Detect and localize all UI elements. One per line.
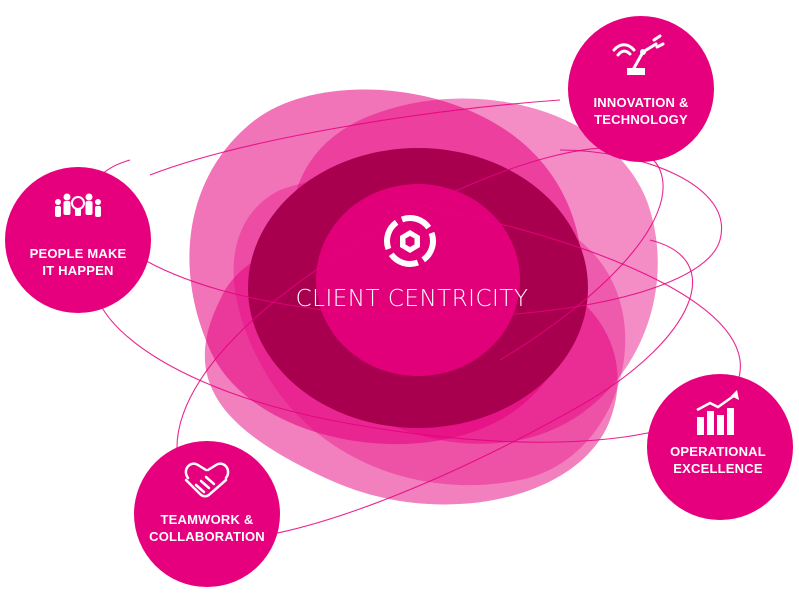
node-teamwork[interactable]: TEAMWORK & COLLABORATION — [134, 441, 280, 587]
node-people[interactable]: PEOPLE MAKE IT HAPPEN — [5, 167, 151, 313]
node-teamwork-line2: COLLABORATION — [149, 529, 265, 544]
node-people-line1: PEOPLE MAKE — [30, 246, 127, 261]
orbit-line-3 — [176, 147, 664, 471]
orbit-line-1 — [93, 199, 741, 443]
node-innovation[interactable]: INNOVATION & TECHNOLOGY — [568, 16, 714, 162]
node-operational-line1: OPERATIONAL — [670, 444, 766, 459]
node-innovation-line1: INNOVATION & — [593, 95, 688, 110]
robot-arm-icon — [612, 34, 665, 75]
node-teamwork-line1: TEAMWORK & — [161, 512, 254, 527]
orbit-line-5 — [149, 99, 561, 176]
node-operational-circle — [647, 374, 793, 520]
center-label: CLIENT CENTRICITY — [296, 286, 529, 312]
node-innovation-circle — [568, 16, 714, 162]
node-teamwork-circle — [134, 441, 280, 587]
handshake-icon — [184, 462, 230, 498]
node-operational-line2: EXCELLENCE — [673, 461, 763, 476]
orbit-line-4 — [209, 239, 694, 541]
core-inner — [316, 184, 520, 376]
bar-chart-arrow-icon — [696, 390, 739, 435]
node-operational[interactable]: OPERATIONAL EXCELLENCE — [647, 374, 793, 520]
people-lightbulb-icon — [55, 193, 101, 217]
node-people-line2: IT HAPPEN — [42, 263, 113, 278]
node-innovation-line2: TECHNOLOGY — [594, 112, 688, 127]
node-people-circle — [5, 167, 151, 313]
